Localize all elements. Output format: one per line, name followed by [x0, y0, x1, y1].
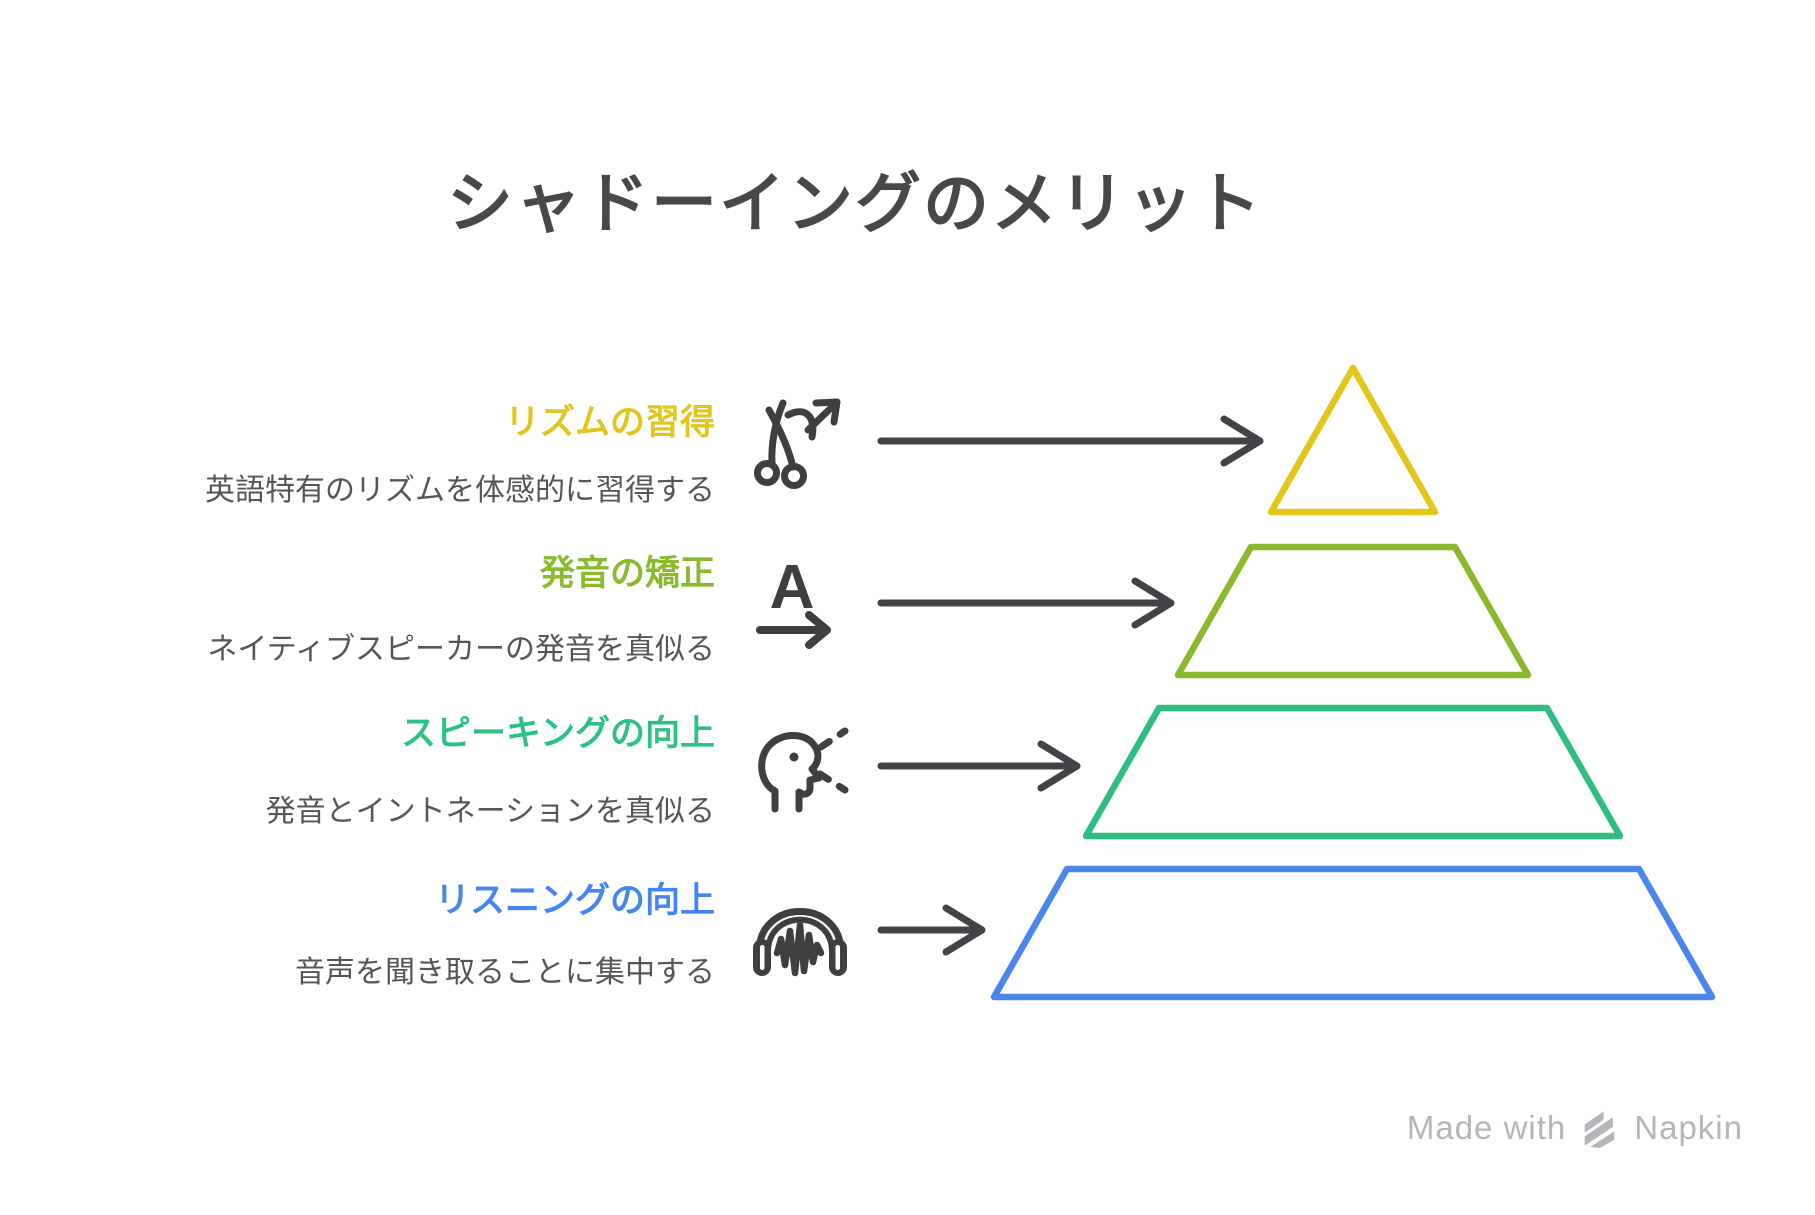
speaking-head-icon	[758, 727, 849, 813]
scissors-branch-arrow-icon	[754, 398, 841, 489]
connector-arrow-4	[877, 904, 986, 956]
connector-arrow-3	[877, 740, 1081, 792]
row-1-description: 英語特有のリズムを体感的に習得する	[205, 474, 715, 507]
page-title: シャドーイングのメリット	[447, 166, 1263, 240]
made-with-napkin-badge: Made with Napkin	[1407, 1108, 1743, 1148]
napkin-brand-text: Napkin	[1634, 1109, 1743, 1146]
row-4-label: リスニングの向上	[434, 881, 715, 920]
letter-a-arrow-icon: A	[756, 553, 831, 649]
pyramid-level-1	[1267, 364, 1439, 516]
row-1-label: リズムの習得	[504, 403, 715, 442]
pyramid-level-2	[1174, 543, 1532, 679]
row-3-label: スピーキングの向上	[401, 714, 715, 753]
connector-arrow-1	[877, 415, 1264, 467]
connector-arrow-2	[877, 577, 1175, 629]
row-2-description: ネイティブスピーカーの発音を真似る	[207, 633, 715, 666]
svg-text:A: A	[770, 553, 815, 622]
made-with-text: Made with	[1406, 1109, 1567, 1146]
pyramid-level-3	[1082, 704, 1624, 840]
headphones-waveform-icon	[753, 908, 847, 977]
row-3-description: 発音とイントネーションを真似る	[265, 795, 715, 828]
row-4-description: 音声を聞き取ることに集中する	[295, 956, 715, 989]
connector-arrows	[877, 415, 1264, 956]
napkin-logo-icon	[1584, 1111, 1615, 1148]
row-2-label: 発音の矯正	[539, 554, 715, 593]
pyramid-level-4	[990, 865, 1716, 1001]
